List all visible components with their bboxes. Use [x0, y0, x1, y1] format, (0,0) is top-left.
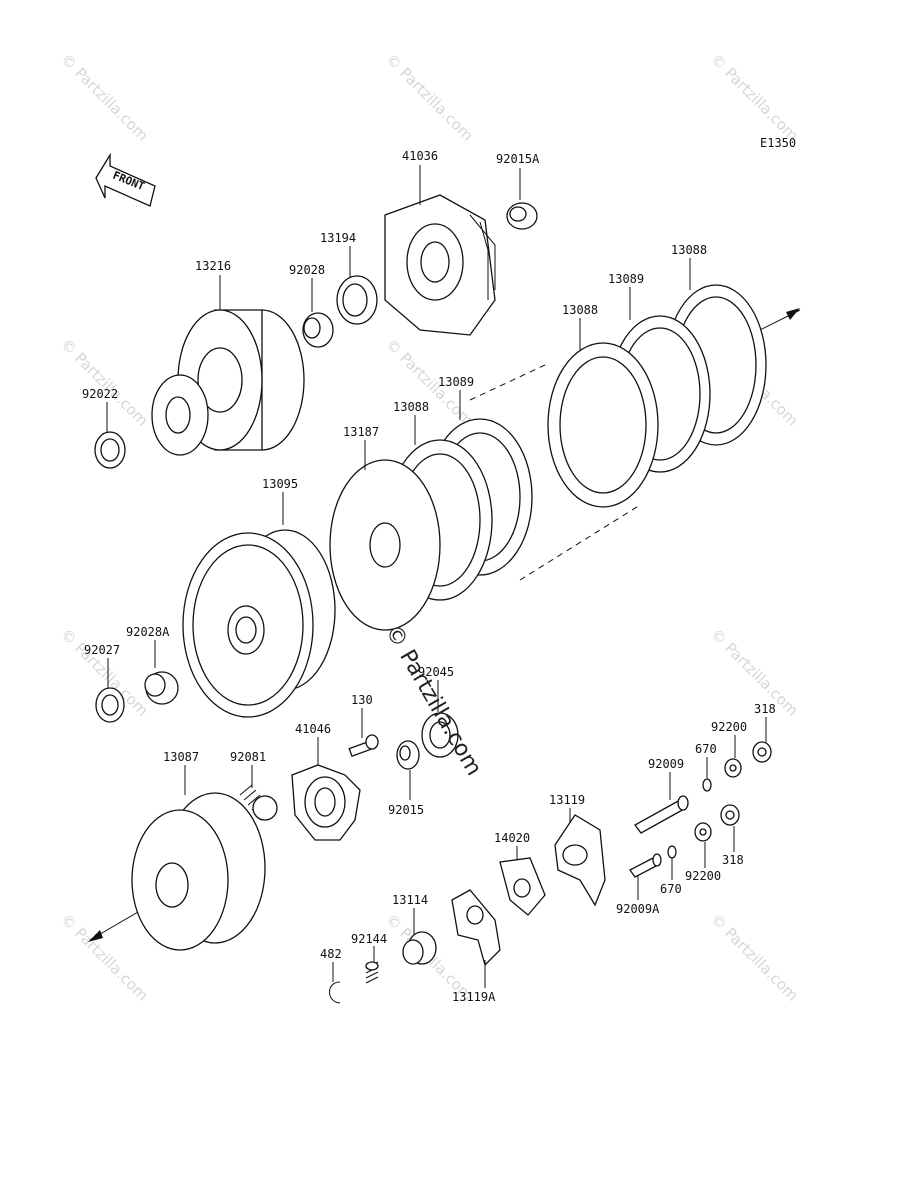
stack-guide-upper — [469, 364, 546, 401]
part-92027-washer[interactable] — [95, 687, 125, 723]
label-14020: 14020 — [494, 831, 530, 845]
part-92015-nut[interactable] — [396, 740, 420, 770]
label-92028A: 92028A — [126, 625, 170, 639]
watermark-3: © Partzilla.com — [707, 50, 802, 145]
part-13187-pressure-plate[interactable] — [329, 459, 441, 631]
label-13087: 13087 — [163, 750, 199, 764]
part-92009A-stud[interactable] — [629, 853, 662, 878]
label-670-bottom: 670 — [660, 882, 682, 896]
part-13087-clutch-hub[interactable] — [131, 792, 266, 951]
label-13089-mid: 13089 — [438, 375, 474, 389]
label-13095: 13095 — [262, 477, 298, 491]
watermark-9: © Partzilla.com — [57, 910, 152, 1005]
label-92144: 92144 — [351, 932, 387, 946]
part-14020-cover[interactable] — [499, 857, 546, 916]
label-92045: 92045 — [418, 665, 454, 679]
part-13119-lever[interactable] — [554, 814, 606, 907]
part-92028A-bushing[interactable] — [144, 671, 179, 705]
label-41046: 41046 — [295, 722, 331, 736]
label-13089-top: 13089 — [608, 272, 644, 286]
part-41036-clutch-shoe[interactable] — [384, 194, 496, 336]
part-92022-washer[interactable] — [94, 431, 126, 469]
label-92081: 92081 — [230, 750, 266, 764]
label-13119: 13119 — [549, 793, 585, 807]
label-13114: 13114 — [392, 893, 428, 907]
label-92015: 92015 — [388, 803, 424, 817]
label-92200-top: 92200 — [711, 720, 747, 734]
part-13216-clutch-drum[interactable] — [151, 309, 305, 456]
part-670-oring-top[interactable] — [702, 778, 712, 792]
part-13194-one-way-clutch[interactable] — [336, 275, 378, 325]
part-92200-washer-bottom[interactable] — [694, 822, 712, 842]
label-318-bottom: 318 — [722, 853, 744, 867]
watermark-11: © Partzilla.com — [707, 910, 802, 1005]
label-13187: 13187 — [343, 425, 379, 439]
label-13088-top: 13088 — [671, 243, 707, 257]
label-92009: 92009 — [648, 757, 684, 771]
label-92022: 92022 — [82, 387, 118, 401]
label-13088-mid: 13088 — [562, 303, 598, 317]
diagram-code: E1350 — [760, 136, 796, 150]
part-318-nut-bottom[interactable] — [720, 804, 740, 826]
part-13088-friction-plate-mid[interactable] — [547, 342, 659, 508]
watermark-1: © Partzilla.com — [57, 50, 152, 145]
part-41046-lifter-plate[interactable] — [291, 764, 361, 841]
part-92144-spring[interactable] — [365, 961, 379, 984]
part-13095-clutch-housing[interactable] — [182, 529, 336, 718]
label-92028: 92028 — [289, 263, 325, 277]
part-670-oring-bottom[interactable] — [667, 845, 677, 859]
label-130: 130 — [351, 693, 373, 707]
label-41036: 41036 — [402, 149, 438, 163]
part-92015A-nut[interactable] — [506, 202, 538, 230]
part-92028-bushing[interactable] — [302, 312, 334, 348]
label-13119A: 13119A — [452, 990, 496, 1004]
label-92009A: 92009A — [616, 902, 660, 916]
part-13114-collar[interactable] — [402, 931, 437, 965]
axis-arrow-bottom-icon — [88, 930, 103, 942]
part-92045-bearing[interactable] — [421, 712, 459, 758]
label-13194: 13194 — [320, 231, 356, 245]
label-92200-bottom: 92200 — [685, 869, 721, 883]
label-13088-low: 13088 — [393, 400, 429, 414]
label-92027: 92027 — [84, 643, 120, 657]
part-92081-spring[interactable] — [239, 784, 278, 821]
axis-arrow-top-icon — [786, 308, 800, 320]
watermark-4: © Partzilla.com — [57, 335, 152, 430]
label-670-top: 670 — [695, 742, 717, 756]
label-318-top: 318 — [754, 702, 776, 716]
part-13119A-lever-arm[interactable] — [451, 889, 501, 967]
front-arrow-icon: FRONT — [95, 152, 156, 207]
label-13216: 13216 — [195, 259, 231, 273]
part-130-bolt[interactable] — [348, 734, 379, 758]
watermark-2: © Partzilla.com — [382, 50, 477, 145]
part-318-nut-top[interactable] — [752, 741, 772, 763]
part-482-circlip[interactable] — [329, 981, 341, 1004]
label-92015A: 92015A — [496, 152, 540, 166]
label-482: 482 — [320, 947, 342, 961]
stack-guide-lower — [519, 504, 641, 581]
part-92200-washer-top[interactable] — [724, 758, 742, 778]
part-92009-stud[interactable] — [634, 795, 689, 834]
